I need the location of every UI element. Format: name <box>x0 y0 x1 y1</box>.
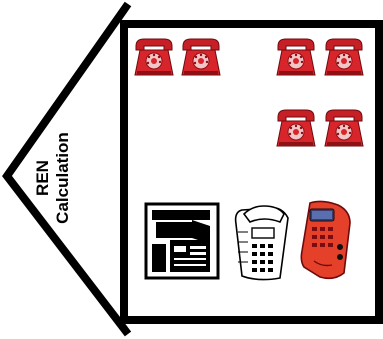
house-outline <box>2 1 132 337</box>
fax-machine-icon <box>144 202 220 280</box>
red-rotary-phone-icon <box>134 38 174 76</box>
red-rotary-phone-icon <box>324 109 364 147</box>
answering-machine-icon <box>234 205 289 281</box>
red-rotary-phone-icon <box>276 109 316 147</box>
label-line-2: Calculation <box>53 132 72 224</box>
red-rotary-phone-icon <box>276 38 316 76</box>
red-rotary-phone-icon <box>324 38 364 76</box>
cordless-phone-icon <box>300 200 351 280</box>
red-rotary-phone-icon <box>181 38 221 76</box>
label-line-1: REN <box>33 160 52 196</box>
